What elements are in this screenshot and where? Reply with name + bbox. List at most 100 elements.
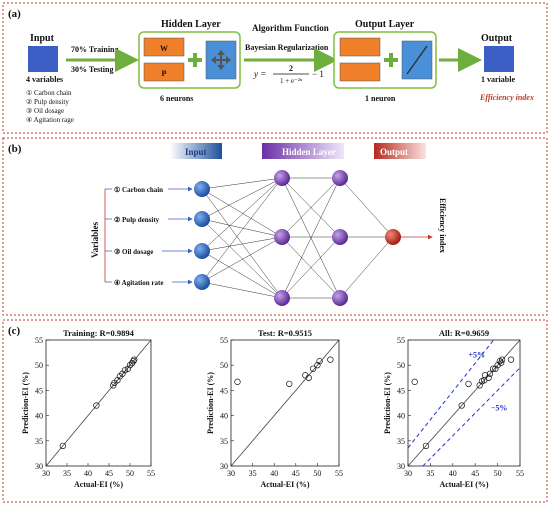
panel-c-tag-bg xyxy=(5,323,29,337)
band-minus-label: −5% xyxy=(491,404,508,413)
y-tick-label: 45 xyxy=(35,386,43,395)
panel-a: (a) Input 4 variables ① Carbon chain ② P… xyxy=(2,2,548,134)
edge-hidden2-output xyxy=(339,177,394,238)
x-tick-label: 30 xyxy=(227,469,235,478)
output-caption: 1 variable xyxy=(481,75,515,84)
y-tick-label: 55 xyxy=(397,336,405,345)
edge-input-hidden1 xyxy=(201,177,283,283)
x-tick-label: 55 xyxy=(516,469,524,478)
edge-hidden1-hidden2 xyxy=(281,177,341,238)
x-tick-label: 45 xyxy=(105,469,113,478)
panel-b: (b) Input Hidden Layer Output Variables … xyxy=(2,137,548,316)
data-point xyxy=(130,358,137,365)
bias-label: P xyxy=(162,69,167,78)
data-point xyxy=(458,402,465,409)
variable-1: ① Carbon chain xyxy=(26,89,72,97)
input-label-3-bg xyxy=(112,245,162,256)
move-arrows-icon xyxy=(211,50,231,70)
data-point xyxy=(314,362,321,369)
data-point xyxy=(131,356,138,363)
bias-box xyxy=(143,62,185,82)
hidden-node xyxy=(332,229,348,245)
variable-4: ④ Agitation rage xyxy=(26,116,74,124)
x-tick-label: 55 xyxy=(335,469,343,478)
header-hidden-bg xyxy=(262,143,344,159)
edge-input-hidden1 xyxy=(201,236,283,252)
data-point xyxy=(59,442,66,449)
data-point xyxy=(465,380,472,387)
plus-icon xyxy=(384,53,398,67)
output-layer-title: Output Layer xyxy=(355,19,415,30)
edge-input-hidden1 xyxy=(201,177,283,220)
input-label-3: ③ Oil dosage xyxy=(114,248,153,256)
plot-frame xyxy=(230,339,340,467)
panel-b-tag-bg xyxy=(5,141,29,155)
y-tick-label: 45 xyxy=(397,386,405,395)
header-input-bg xyxy=(170,143,222,159)
y-tick-label: 35 xyxy=(35,437,43,446)
hidden-node xyxy=(274,170,290,186)
formula-y: y = xyxy=(253,69,266,79)
output-node xyxy=(385,229,401,245)
edge-input-hidden1 xyxy=(201,188,283,238)
output-layer-caption: 1 neuron xyxy=(365,94,396,103)
formula-tail: − 1 xyxy=(312,69,324,79)
y-axis-label: Prediction-EI (%) xyxy=(206,372,215,434)
y-tick-label: 50 xyxy=(35,361,43,370)
input-label-1-bg xyxy=(112,183,168,194)
split-training: 70% Training xyxy=(71,45,119,54)
input-row-4: ④ Agitation rate xyxy=(105,276,193,287)
algorithm-name: Bayesian Regularization xyxy=(245,43,329,52)
x-tick-label: 45 xyxy=(471,469,479,478)
input-row-1: ① Carbon chain xyxy=(105,183,193,194)
linear-function-icon xyxy=(406,45,428,75)
y-tick-label: 30 xyxy=(35,462,43,471)
input-box xyxy=(28,46,58,72)
x-tick-label: 40 xyxy=(449,469,457,478)
y-tick-label: 30 xyxy=(220,462,228,471)
panel-c-frame xyxy=(2,319,548,503)
header-output-bg xyxy=(374,143,426,159)
data-point xyxy=(498,356,506,363)
data-point xyxy=(128,360,136,367)
variable-2: ② Pulp density xyxy=(26,98,69,106)
network-edges xyxy=(201,177,394,299)
y-tick-label: 40 xyxy=(397,412,405,421)
y-tick-label: 50 xyxy=(220,361,228,370)
input-label-2: ② Pulp density xyxy=(114,216,160,224)
y-tick-label: 55 xyxy=(35,336,43,345)
hidden-node xyxy=(274,290,290,306)
input-node xyxy=(194,243,210,259)
edge-input-hidden1 xyxy=(201,281,283,299)
weight-box xyxy=(143,37,185,57)
data-point xyxy=(492,365,499,372)
panel-a-tag: (a) xyxy=(8,8,21,20)
panel-a-tag-bg xyxy=(5,6,29,20)
output-name: Efficiency index xyxy=(479,93,534,102)
x-tick-label: 50 xyxy=(313,469,321,478)
output-box xyxy=(484,46,514,72)
variables-label: Variables xyxy=(90,221,100,258)
data-point xyxy=(121,367,129,374)
x-tick-label: 45 xyxy=(292,469,300,478)
x-tick-label: 35 xyxy=(426,469,434,478)
weight-label: W xyxy=(160,44,168,53)
hidden-layer-title: Hidden Layer xyxy=(161,19,221,30)
edge-input-hidden1 xyxy=(201,188,283,299)
data-point xyxy=(507,356,515,363)
edge-hidden1-hidden2 xyxy=(281,177,341,299)
y-tick-label: 55 xyxy=(220,336,228,345)
data-point xyxy=(485,374,492,381)
y-tick-label: 50 xyxy=(397,361,405,370)
output-weight-box xyxy=(339,37,381,57)
panel-b-frame xyxy=(2,137,548,316)
edge-input-hidden1 xyxy=(201,218,283,299)
tolerance-bands xyxy=(408,340,520,466)
y-axis-label: Prediction-EI (%) xyxy=(383,372,392,434)
plot-frame xyxy=(407,339,521,467)
data-point xyxy=(489,365,497,372)
upper-band-line xyxy=(408,340,495,449)
